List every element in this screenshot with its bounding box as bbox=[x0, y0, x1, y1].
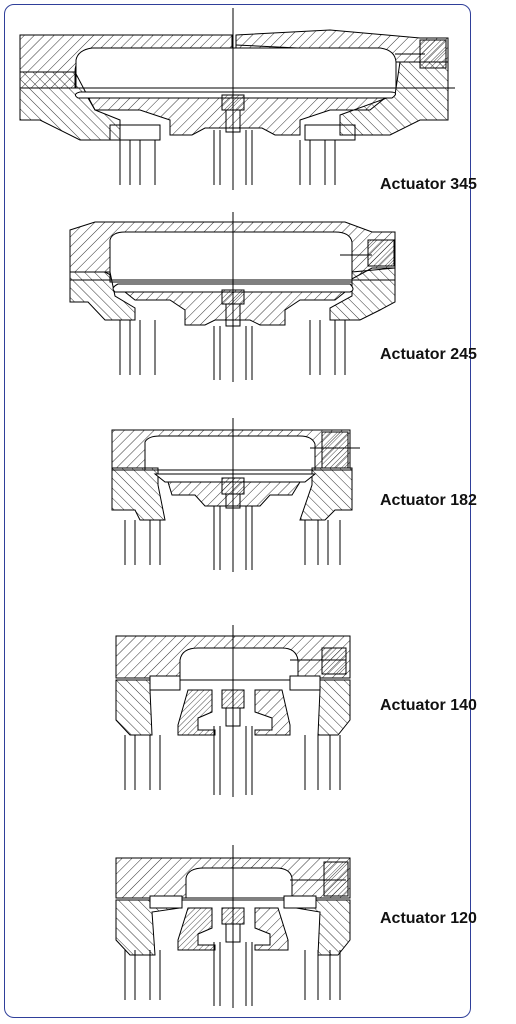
actuator-140-drawing bbox=[115, 625, 351, 797]
actuator-number: 120 bbox=[450, 910, 477, 927]
actuator-number: 140 bbox=[450, 697, 477, 714]
actuator-number: 345 bbox=[450, 176, 477, 193]
actuator-245-label: Actuator 245 bbox=[380, 346, 477, 364]
actuator-number: 245 bbox=[450, 346, 477, 363]
actuator-120-drawing bbox=[115, 845, 351, 1008]
actuator-word: Actuator bbox=[380, 910, 446, 927]
actuator-345-drawing bbox=[19, 8, 455, 190]
actuator-word: Actuator bbox=[380, 176, 446, 193]
actuator-182-drawing bbox=[111, 418, 360, 572]
actuator-120-label: Actuator 120 bbox=[380, 910, 477, 928]
actuator-word: Actuator bbox=[380, 492, 446, 509]
actuator-345-label: Actuator 345 bbox=[380, 176, 477, 194]
actuator-182-label: Actuator 182 bbox=[380, 492, 477, 510]
actuator-word: Actuator bbox=[380, 697, 446, 714]
actuator-140-label: Actuator 140 bbox=[380, 697, 477, 715]
figure-frame bbox=[4, 4, 471, 1018]
actuator-245-drawing bbox=[69, 212, 396, 382]
actuator-number: 182 bbox=[450, 492, 477, 509]
actuator-word: Actuator bbox=[380, 346, 446, 363]
